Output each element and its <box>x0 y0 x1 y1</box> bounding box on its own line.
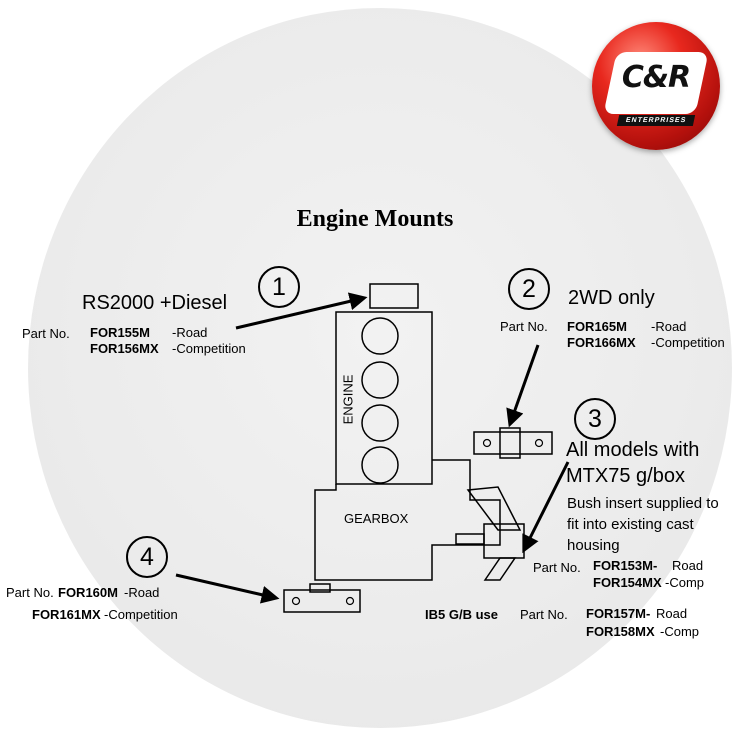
callout-1-part-prefix: Part No. <box>22 326 70 341</box>
part-code: FOR155M <box>90 325 150 340</box>
cylinder <box>361 317 399 355</box>
callout-3-note-line1: Bush insert supplied to <box>567 495 719 512</box>
callout-3-part-prefix: Part No. <box>533 560 581 575</box>
mount-2-shape <box>473 427 553 459</box>
part-use: -Road <box>651 319 687 334</box>
part-code: FOR158MX <box>586 624 655 639</box>
mount-4-shape <box>283 583 361 613</box>
callout-2-heading: 2WD only <box>568 287 655 309</box>
part-use: -Road <box>124 585 160 600</box>
part-code: FOR153M- <box>593 558 658 573</box>
part-use: -Competition <box>104 607 178 622</box>
arrow-4 <box>175 573 280 604</box>
part-use: -Competition <box>172 341 246 356</box>
engine-label: ENGINE <box>340 374 356 425</box>
part-code: FOR165M <box>567 319 627 334</box>
callout-3-heading-line2: MTX75 g/box <box>566 465 685 487</box>
part-code: FOR161MX <box>32 607 101 622</box>
callout-number-2: 2 <box>508 268 550 310</box>
part-use: -Road <box>172 325 208 340</box>
arrow-2 <box>506 344 540 428</box>
logo-text: C&R <box>621 60 691 95</box>
part-use: -Comp <box>660 624 700 639</box>
callout-number-1: 1 <box>258 266 300 308</box>
alt-prefix-bold: IB5 G/B use <box>425 607 498 622</box>
gearbox-outline <box>314 459 501 581</box>
alt-part-prefix: Part No. <box>520 607 568 622</box>
mount-1-shape <box>369 283 419 309</box>
part-code: FOR157M- <box>586 606 651 621</box>
part-use: -Comp <box>665 575 705 590</box>
callout-number-4: 4 <box>126 536 168 578</box>
part-use: Road <box>656 606 688 621</box>
cylinder <box>361 446 399 484</box>
callout-4-part-prefix: Part No. <box>6 585 54 600</box>
callout-3-note-line3: housing <box>567 537 620 554</box>
part-code: FOR160M <box>58 585 118 600</box>
arrow-3 <box>522 461 570 554</box>
engine-block <box>335 311 433 485</box>
cylinder <box>361 361 399 399</box>
arrow-1 <box>235 292 368 330</box>
gearbox-label: GEARBOX <box>344 511 409 526</box>
page-title: Engine Mounts <box>296 206 454 232</box>
part-code: FOR156MX <box>90 341 159 356</box>
callout-number-3: 3 <box>574 398 616 440</box>
part-code: FOR166MX <box>567 335 636 350</box>
part-code: FOR154MX <box>593 575 662 590</box>
mount-3-shape <box>455 486 525 581</box>
cylinder <box>361 404 399 442</box>
callout-1-heading: RS2000 +Diesel <box>82 292 228 314</box>
callout-3-note-line2: fit into existing cast <box>567 516 694 533</box>
part-use: -Competition <box>651 335 725 350</box>
callout-3-heading-line1: All models with <box>566 439 700 461</box>
callout-2-part-prefix: Part No. <box>500 319 548 334</box>
part-use: Road <box>672 558 704 573</box>
brand-logo: C&R ENTERPRISES <box>592 22 720 150</box>
